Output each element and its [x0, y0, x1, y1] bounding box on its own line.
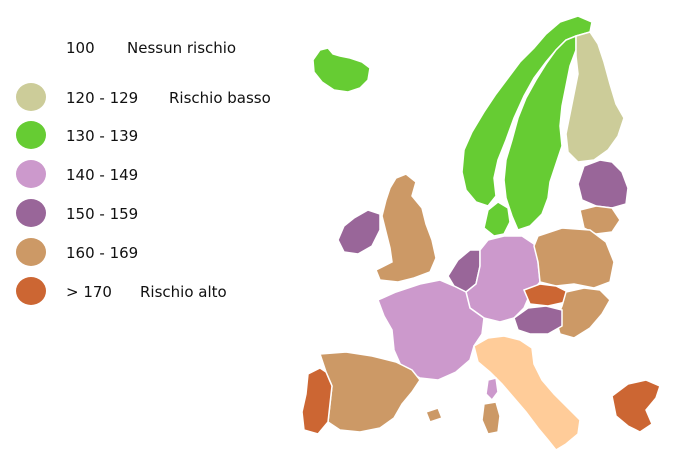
legend-note: Rischio basso: [169, 89, 271, 107]
legend-note: Nessun rischio: [127, 39, 237, 57]
legend-item-oltre-170: > 170 Rischio alto: [14, 276, 304, 308]
country-balearics: [425, 407, 443, 423]
legend-item-140-149: 140 - 149: [14, 159, 304, 191]
country-iceland: [312, 47, 371, 93]
country-ireland: [337, 209, 381, 255]
europe-map: [301, 15, 661, 451]
legend-item-160-169: 160 - 169: [14, 237, 304, 269]
legend-swatch: [16, 83, 46, 111]
country-sweden: [503, 34, 577, 231]
legend-item-150-159: 150 - 159: [14, 198, 304, 230]
country-greece: [611, 379, 661, 433]
country-portugal: [301, 367, 333, 435]
legend-range: 100: [66, 39, 95, 57]
legend-swatch: [16, 160, 46, 188]
legend-item-nessun-rischio: 100 Nessun rischio: [14, 32, 304, 64]
country-poland: [533, 227, 615, 289]
legend-swatch: [16, 121, 46, 149]
legend-swatch: [16, 238, 46, 266]
country-austria: [513, 305, 563, 335]
legend-range: 160 - 169: [66, 244, 139, 262]
country-uk: [375, 173, 437, 283]
legend-range: 120 - 129: [66, 89, 139, 107]
country-finland: [565, 31, 625, 163]
legend-range: 140 - 149: [66, 166, 139, 184]
country-italy: [473, 335, 581, 451]
country-corsica: [485, 377, 499, 402]
country-baltic-north: [577, 159, 629, 209]
legend-range: 150 - 159: [66, 205, 139, 223]
legend-range: 130 - 139: [66, 127, 139, 145]
legend-item-120-129: 120 - 129 Rischio basso: [14, 82, 304, 114]
country-sardinia: [481, 401, 501, 435]
legend-range: > 170: [66, 283, 112, 301]
legend-item-130-139: 130 - 139: [14, 120, 304, 152]
map-legend: 100 Nessun rischio 120 - 129 Rischio bas…: [0, 0, 300, 320]
legend-note: Rischio alto: [140, 283, 227, 301]
country-denmark: [483, 201, 511, 237]
country-czechia: [523, 283, 569, 307]
legend-swatch: [16, 277, 46, 305]
legend-swatch: [16, 199, 46, 227]
